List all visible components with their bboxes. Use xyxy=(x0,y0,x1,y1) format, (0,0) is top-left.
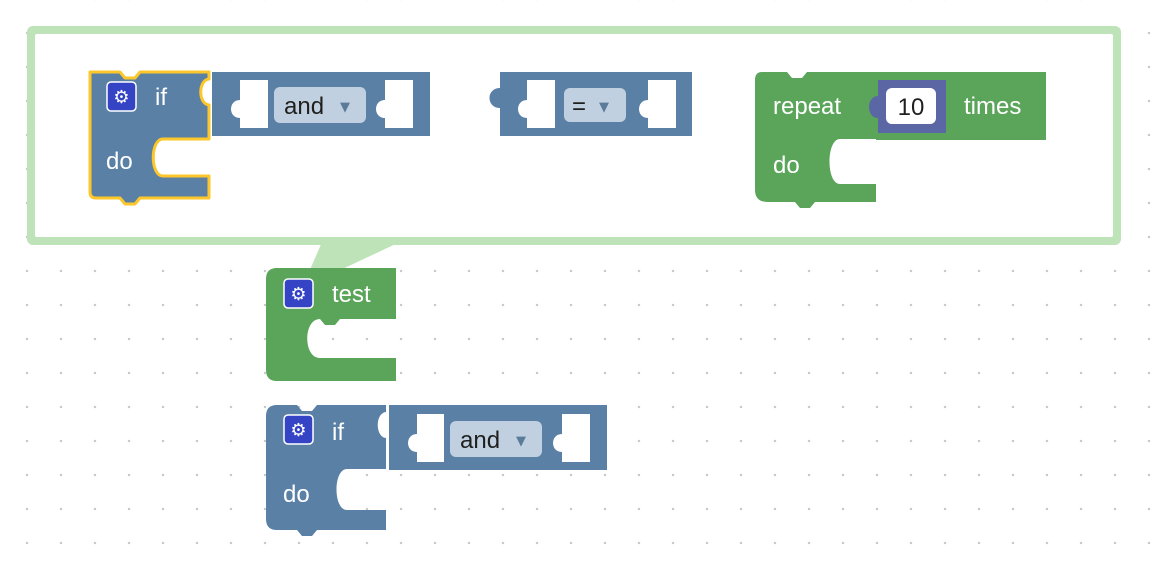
repeat-block-body[interactable] xyxy=(755,72,1046,208)
gear-icon-bg[interactable] xyxy=(283,414,314,445)
and-operator-dropdown[interactable]: and ▼ xyxy=(274,87,366,123)
bubble-if-block[interactable]: ⚙ if do xyxy=(88,70,211,206)
workspace-if-block[interactable]: ⚙ if do and ▼ xyxy=(266,405,607,536)
bubble-repeat-block[interactable]: repeat 10 times do xyxy=(755,72,1046,208)
times-label: times xyxy=(964,93,1021,120)
if-label: if xyxy=(155,84,167,111)
dropdown-field[interactable] xyxy=(564,88,626,122)
do-label: do xyxy=(283,481,310,508)
bubble-and-block[interactable]: and ▼ xyxy=(212,72,430,136)
and-input-right[interactable] xyxy=(376,80,413,128)
gear-icon-bg[interactable] xyxy=(106,81,137,112)
repeat-label: repeat xyxy=(773,93,841,120)
dropdown-value: and xyxy=(460,427,500,454)
dropdown-field[interactable] xyxy=(274,87,366,123)
compare-input-right[interactable] xyxy=(639,80,676,128)
and-operator-dropdown[interactable]: and ▼ xyxy=(450,421,542,457)
dropdown-value: = xyxy=(572,93,586,120)
and-input-left[interactable] xyxy=(408,414,444,462)
mutator-bubble[interactable]: ⚙ if do and ▼ = ▼ xyxy=(27,26,1121,288)
gear-icon: ⚙ xyxy=(290,284,306,305)
number-value: 10 xyxy=(898,94,925,121)
do-label: do xyxy=(106,148,133,175)
gear-icon: ⚙ xyxy=(290,420,306,441)
bubble-compare-block[interactable]: = ▼ xyxy=(489,72,693,136)
mutator-gear-button[interactable]: ⚙ xyxy=(283,414,314,445)
dropdown-arrow-icon: ▼ xyxy=(599,100,609,115)
repeat-count-block[interactable]: 10 xyxy=(869,80,946,133)
gear-icon: ⚙ xyxy=(113,87,129,108)
number-field[interactable] xyxy=(886,88,936,124)
dropdown-arrow-icon: ▼ xyxy=(516,434,526,449)
and-input-right[interactable] xyxy=(553,414,590,462)
procedure-test-block[interactable]: ⚙ test xyxy=(266,268,396,381)
compare-input-left[interactable] xyxy=(518,80,555,128)
workspace-and-block[interactable]: and ▼ xyxy=(389,405,607,470)
do-label: do xyxy=(773,152,800,179)
and-input-left[interactable] xyxy=(231,80,268,128)
mutator-gear-button[interactable]: ⚙ xyxy=(106,81,137,112)
dropdown-value: and xyxy=(284,93,324,120)
compare-operator-dropdown[interactable]: = ▼ xyxy=(564,88,626,122)
procedure-name: test xyxy=(332,281,371,308)
procedure-gear-button[interactable]: ⚙ xyxy=(283,278,314,309)
dropdown-arrow-icon: ▼ xyxy=(340,100,350,115)
if-label: if xyxy=(332,419,344,446)
dropdown-field[interactable] xyxy=(450,421,542,457)
gear-icon-bg[interactable] xyxy=(283,278,314,309)
